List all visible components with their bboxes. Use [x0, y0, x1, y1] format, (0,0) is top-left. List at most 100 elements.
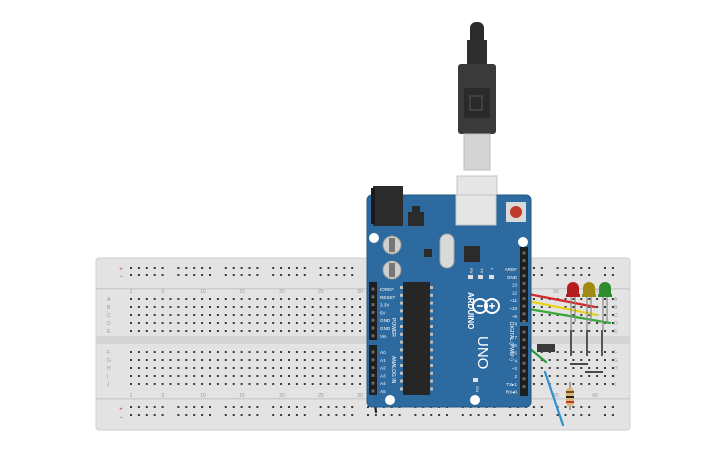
header-pin[interactable]: [522, 312, 526, 316]
wire-green[interactable]: [521, 306, 612, 325]
arduino-uno-board[interactable]: ARDUINO UNO DIGITAL (PWM~) POWER ANALOG …: [366, 186, 532, 408]
board-led-label: L: [490, 268, 495, 271]
pin-label: ~6: [512, 343, 518, 348]
column-number: 20: [279, 289, 285, 295]
analog-header-label: ANALOG IN: [390, 356, 396, 384]
header-pin[interactable]: [522, 353, 526, 357]
brand-label: ARDUINO: [466, 292, 475, 329]
header-pin[interactable]: [371, 366, 375, 370]
rail-polarity-label: −: [119, 415, 123, 421]
column-number: 25: [318, 289, 324, 295]
pin-label: GND: [380, 326, 391, 331]
header-pin[interactable]: [371, 310, 375, 314]
header-pin[interactable]: [522, 259, 526, 263]
pin-label: ~5: [512, 351, 518, 356]
microcontroller-pins: [400, 286, 433, 391]
pin-label: GND: [380, 318, 391, 323]
header-pin[interactable]: [522, 251, 526, 255]
wire-yellow[interactable]: [521, 298, 599, 317]
power-header-label: POWER: [390, 318, 396, 337]
arduino-logo-icon: [472, 298, 500, 314]
led-yellow[interactable]: [582, 282, 596, 330]
header-pin[interactable]: [522, 330, 526, 334]
wire-blue[interactable]: [543, 370, 565, 427]
column-number: 30: [357, 393, 363, 399]
pin-label: RESET: [380, 295, 396, 300]
column-number: 30: [357, 289, 363, 295]
header-pin[interactable]: [371, 389, 375, 393]
row-letter: J: [614, 382, 617, 388]
row-letter: A: [614, 297, 618, 303]
on-label: ON: [475, 386, 480, 392]
header-pin[interactable]: [371, 303, 375, 307]
row-letter: E: [614, 329, 618, 335]
header-pin[interactable]: [371, 326, 375, 330]
header-pin[interactable]: [371, 373, 375, 377]
usb-cable[interactable]: [456, 22, 498, 225]
led-red[interactable]: [566, 282, 580, 330]
row-letter: F: [107, 350, 110, 356]
column-number: 5: [162, 393, 165, 399]
pin-label: GND: [507, 275, 518, 280]
header-pin[interactable]: [522, 385, 526, 389]
header-pin[interactable]: [522, 266, 526, 270]
rail-polarity-label: +: [119, 407, 123, 413]
pin-label: 7: [514, 335, 517, 340]
header-pin[interactable]: [371, 358, 375, 362]
row-letter: B: [107, 305, 111, 311]
column-number: 1: [130, 393, 133, 399]
pin-label: 2: [514, 374, 517, 379]
header-pin[interactable]: [522, 369, 526, 373]
column-number: 10: [200, 393, 206, 399]
led-green[interactable]: [598, 282, 612, 330]
header-pin[interactable]: [522, 319, 526, 323]
row-letter: A: [107, 297, 111, 303]
header-pin[interactable]: [522, 274, 526, 278]
pin-label: Vin: [380, 334, 387, 339]
resistor[interactable]: [566, 382, 574, 410]
model-label: UNO: [474, 336, 491, 369]
header-pins[interactable]: [371, 251, 526, 393]
column-number: 25: [318, 393, 324, 399]
header-pin[interactable]: [371, 287, 375, 291]
header-pin[interactable]: [371, 318, 375, 322]
row-letter: D: [107, 321, 111, 327]
pin-label: 5V: [380, 310, 387, 315]
pin-label: ~11: [510, 298, 518, 303]
row-letter: H: [107, 366, 111, 372]
header-pin[interactable]: [371, 350, 375, 354]
column-number: 55: [553, 393, 559, 399]
header-pin[interactable]: [371, 334, 375, 338]
rail-polarity-label: +: [119, 267, 123, 273]
column-number: 20: [279, 393, 285, 399]
header-pin[interactable]: [371, 381, 375, 385]
header-pin[interactable]: [522, 289, 526, 293]
header-pin[interactable]: [522, 346, 526, 350]
row-letter: C: [614, 313, 618, 319]
header-pin[interactable]: [522, 281, 526, 285]
row-letter: H: [614, 366, 618, 372]
header-pin[interactable]: [371, 295, 375, 299]
leds[interactable]: [566, 282, 612, 330]
header-pin[interactable]: [522, 338, 526, 342]
pin-label: A4: [380, 381, 386, 386]
pin-label: AREF: [505, 267, 517, 272]
column-number: 60: [592, 289, 598, 295]
pin-label: TX▸1: [506, 382, 517, 387]
pin-label: ~9: [512, 314, 518, 319]
row-letter: I: [614, 374, 615, 380]
column-number: 10: [200, 289, 206, 295]
pin-labels: IOREFRESET3.3V5VGNDGNDVinA0A1A2A3A4A5ARE…: [380, 267, 518, 395]
pin-label: ~3: [512, 366, 518, 371]
header-pin[interactable]: [522, 297, 526, 301]
wire-red[interactable]: [521, 291, 597, 309]
pin-label: 8: [514, 322, 517, 327]
pin-label: IOREF: [380, 287, 394, 292]
header-pin[interactable]: [522, 304, 526, 308]
header-pin[interactable]: [522, 361, 526, 365]
header-pin[interactable]: [522, 377, 526, 381]
column-number: 15: [239, 289, 245, 295]
board-led-label: TX: [480, 268, 485, 273]
